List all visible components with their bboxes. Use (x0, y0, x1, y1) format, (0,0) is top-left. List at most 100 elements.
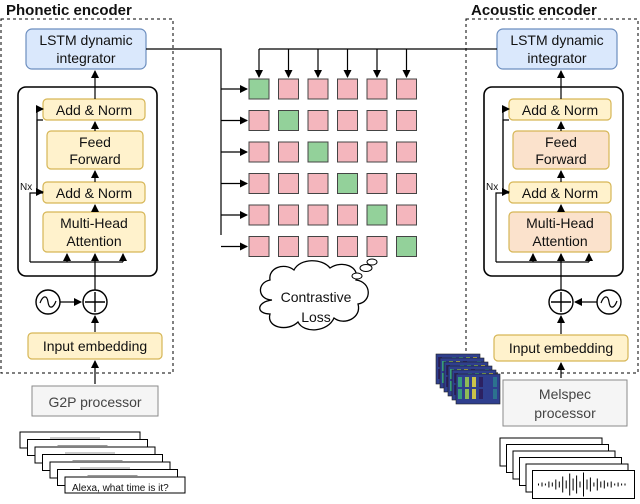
svg-text:Add & Norm: Add & Norm (56, 102, 132, 118)
waveform-stack (499, 437, 635, 499)
matrix-cell (307, 204, 329, 226)
matrix-cell (337, 204, 358, 226)
phonetic-lstm-label-2: integrator (56, 50, 115, 66)
matrix-cell-diagonal (396, 236, 417, 257)
matrix-cell (248, 204, 270, 226)
acoustic-lstm-block: LSTM dynamic integrator (496, 28, 618, 70)
spectrogram-thumbnail (455, 373, 501, 405)
acoustic-encoder: Acoustic encoder LSTM dynamic integrator… (435, 2, 639, 499)
phonetic-encoder-title: Phonetic encoder (6, 2, 132, 19)
spectrogram-band (465, 389, 469, 399)
spectrogram-band (479, 377, 483, 387)
acoustic-encoder-border (465, 18, 639, 374)
acoustic-nx-label: Nx (486, 182, 498, 193)
encoder-output-arrows (146, 48, 497, 235)
spectrogram-band (472, 389, 476, 399)
acoustic-encoder-title: Acoustic encoder (471, 2, 597, 19)
acoustic-transformer-container (483, 86, 624, 277)
svg-text:Loss: Loss (301, 309, 331, 325)
spectrogram-band (458, 377, 462, 387)
svg-text:Attention: Attention (66, 233, 121, 249)
waveform-trace (538, 472, 626, 497)
matrix-cell (307, 110, 329, 131)
phonetic-multi-head-attention: Multi-Head Attention (42, 211, 146, 253)
matrix-cell (337, 141, 358, 163)
svg-text:Melspec: Melspec (539, 386, 591, 402)
svg-text:Forward: Forward (535, 151, 586, 167)
matrix-cell (278, 141, 299, 163)
svg-text:Feed: Feed (79, 134, 111, 150)
spectrogram-band (486, 389, 490, 399)
acoustic-input-embedding: Input embedding (493, 334, 629, 362)
matrix-cell (366, 236, 388, 257)
spectrogram-band (479, 389, 483, 399)
acoustic-positional-sum (548, 289, 574, 315)
matrix-cell (278, 173, 299, 194)
acoustic-multi-head-attention: Multi-Head Attention (508, 211, 612, 253)
matrix-cell (396, 141, 417, 163)
matrix-cell (396, 78, 417, 100)
melspec-processor: Melspec processor (502, 379, 628, 427)
row-arrows (221, 85, 248, 251)
matrix-cell (307, 236, 329, 257)
phonetic-sinusoid-icon (35, 289, 61, 315)
spectrogram-stack (435, 353, 501, 405)
svg-text:Forward: Forward (69, 151, 120, 167)
svg-text:Add & Norm: Add & Norm (56, 185, 132, 201)
phonetic-add-norm-bottom: Add & Norm (42, 181, 146, 204)
phonetic-nx-label: Nx (20, 182, 32, 193)
matrix-cell-diagonal (307, 141, 329, 163)
svg-text:Input embedding: Input embedding (509, 340, 613, 356)
acoustic-add-norm-bottom: Add & Norm (508, 181, 612, 204)
matrix-cell (337, 78, 358, 100)
matrix-cell (396, 110, 417, 131)
matrix-cell (248, 173, 270, 194)
phonetic-positional-sum (82, 289, 108, 315)
svg-text:processor: processor (534, 405, 596, 421)
matrix-cell (278, 236, 299, 257)
utterance-text: Alexa, what time is it? (72, 483, 169, 494)
svg-text:Contrastive: Contrastive (281, 289, 352, 305)
column-arrows (255, 49, 411, 78)
matrix-cell (366, 173, 388, 194)
matrix-cell-diagonal (337, 173, 358, 194)
matrix-cell (248, 141, 270, 163)
matrix-cell (307, 78, 329, 100)
svg-text:Add & Norm: Add & Norm (522, 102, 598, 118)
spectrogram-band (493, 377, 497, 387)
contrastive-loss-cloud: Contrastive Loss (259, 258, 378, 331)
utterance-stack: Alexa, what time is it? (19, 431, 186, 494)
matrix-cell-diagonal (278, 110, 299, 131)
acoustic-sinusoid-icon (596, 289, 622, 315)
spectrogram-band (486, 377, 490, 387)
matrix-cell (337, 110, 358, 131)
phonetic-transformer-container (17, 86, 158, 277)
matrix-cell-diagonal (366, 204, 388, 226)
svg-text:Feed: Feed (545, 134, 577, 150)
svg-text:LSTM dynamic: LSTM dynamic (510, 32, 603, 48)
phonetic-add-norm-top: Add & Norm (42, 98, 146, 121)
svg-text:G2P processor: G2P processor (48, 394, 141, 410)
phonetic-encoder-border (0, 18, 174, 374)
phonetic-feed-forward: Feed Forward (46, 130, 144, 170)
matrix-cell (396, 173, 417, 194)
matrix-cell (366, 78, 388, 100)
phonetic-encoder: Phonetic encoder LSTM dynamic integrator… (0, 2, 186, 494)
g2p-processor: G2P processor (31, 385, 159, 417)
svg-text:Multi-Head: Multi-Head (526, 215, 594, 231)
matrix-cell (278, 204, 299, 226)
svg-text:Add & Norm: Add & Norm (522, 185, 598, 201)
acoustic-add-norm-top: Add & Norm (508, 98, 612, 121)
spectrogram-band (472, 377, 476, 387)
matrix-cell (366, 110, 388, 131)
matrix-cell (278, 78, 299, 100)
svg-text:integrator: integrator (527, 50, 586, 66)
matrix-cell (248, 110, 270, 131)
utterance-card (64, 476, 186, 494)
spectrogram-band (458, 389, 462, 399)
phonetic-lstm-block: LSTM dynamic integrator (25, 28, 147, 70)
acoustic-feed-forward: Feed Forward (512, 130, 610, 170)
similarity-matrix (248, 78, 417, 257)
svg-text:Multi-Head: Multi-Head (60, 215, 128, 231)
